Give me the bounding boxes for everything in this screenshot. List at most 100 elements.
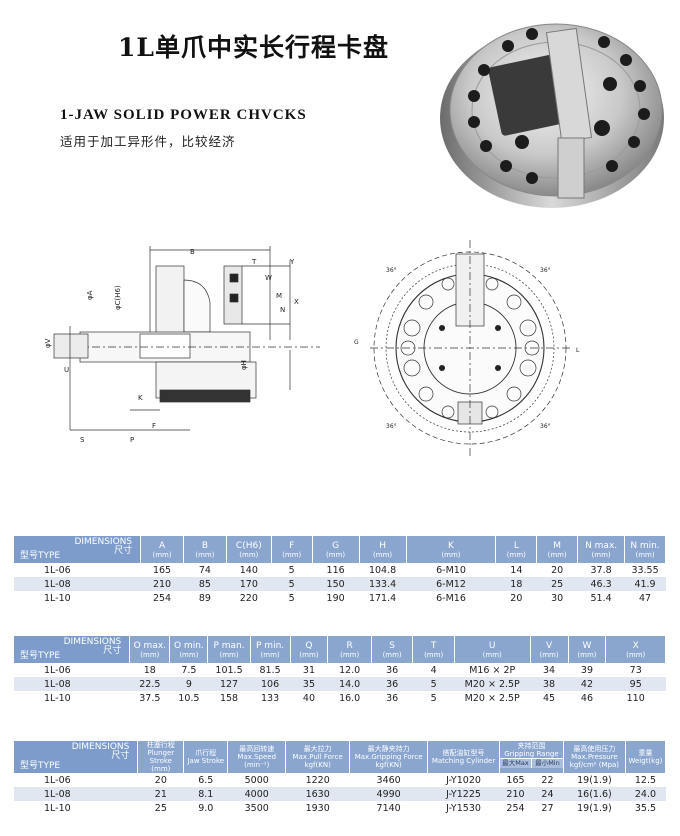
col-c: C(H6)(mm)	[226, 536, 272, 563]
model-cell: 1L-08	[14, 787, 138, 801]
value-cell: M20 × 2.5P	[464, 692, 520, 704]
col-p-max: P man.(mm)	[207, 636, 251, 663]
value-cell: 81.5	[259, 664, 281, 676]
value-cell: 7.5	[181, 664, 197, 676]
model-cell: 1L-10	[44, 592, 71, 604]
value-cell: 14.0	[327, 677, 372, 691]
value-cell: 47	[638, 592, 652, 604]
svg-text:36°: 36°	[386, 267, 397, 274]
table-corner: DIMENSIONS 尺寸 型号TYPE	[14, 636, 131, 663]
dimensions-table-1: DIMENSIONS 尺寸 型号TYPE A(mm) B(mm) C(H6)(m…	[14, 536, 666, 605]
col-g: G(mm)	[312, 536, 360, 563]
svg-text:L: L	[576, 347, 580, 354]
value-cell: 89	[198, 592, 211, 604]
value-cell: 5	[288, 592, 295, 604]
model-cell: 1L-06	[44, 564, 71, 576]
page-title: 1L单爪中实长行程卡盘	[118, 33, 389, 62]
value-cell: 5000	[244, 774, 269, 786]
table-corner: DIMENSIONS 尺寸 型号TYPE	[14, 536, 142, 563]
col-o-min: O min.(mm)	[169, 636, 209, 663]
svg-text:X: X	[294, 298, 299, 306]
value-cell: 4	[430, 664, 437, 676]
value-cell: 36	[386, 664, 399, 676]
table-corner: DIMENSIONS 尺寸 型号TYPE	[14, 741, 139, 773]
svg-text:φV: φV	[44, 338, 52, 348]
value-cell: 4990	[349, 787, 428, 801]
svg-text:W: W	[265, 274, 272, 282]
value-cell: 171.4	[368, 592, 397, 604]
value-cell: 190	[326, 592, 345, 604]
svg-text:K: K	[138, 394, 143, 402]
value-cell: J-Y1020	[446, 774, 481, 786]
value-cell: 41.9	[624, 577, 666, 591]
front-view-drawing: GL 36°36° 36°36°	[354, 240, 580, 456]
value-cell: 38	[530, 677, 568, 691]
value-cell: 30	[551, 592, 564, 604]
col-n-max: N max.(mm)	[577, 536, 626, 563]
value-cell: 9	[169, 677, 208, 691]
value-cell: 19(1.9)	[577, 774, 612, 786]
value-cell: 6.5	[198, 774, 214, 786]
svg-text:36°: 36°	[540, 423, 551, 430]
value-cell: 210	[140, 577, 184, 591]
value-cell: 20	[551, 564, 564, 576]
value-cell: 46.3	[577, 577, 625, 591]
value-cell: 14	[510, 564, 523, 576]
svg-text:M: M	[276, 292, 282, 300]
value-cell: 18	[495, 577, 537, 591]
model-cell: 1L-08	[14, 677, 130, 691]
value-cell: 8.1	[183, 787, 228, 801]
svg-text:φC(H6): φC(H6)	[114, 285, 122, 310]
subtitle-english: 1-JAW SOLID POWER CHVCKS	[60, 107, 307, 123]
corner-type: 型号TYPE	[20, 551, 61, 561]
value-cell: 6-M16	[436, 592, 466, 604]
value-cell: 116	[326, 564, 345, 576]
col-o-max: O max.(mm)	[129, 636, 171, 663]
value-cell: 133.4	[359, 577, 407, 591]
col-l: L(mm)	[495, 536, 538, 563]
value-cell: 165	[152, 564, 172, 576]
model-cell: 1L-10	[44, 802, 71, 814]
value-cell: 3460	[376, 774, 401, 786]
value-cell: 35	[290, 677, 328, 691]
value-cell: 5	[412, 677, 455, 691]
value-cell: 25	[154, 802, 167, 814]
value-cell: 19(1.9)	[577, 802, 612, 814]
svg-text:P: P	[130, 436, 134, 444]
svg-text:S: S	[80, 436, 85, 444]
value-cell: 25	[536, 577, 578, 591]
value-cell: 127	[207, 677, 251, 691]
value-cell: 16.0	[339, 692, 361, 704]
model-cell: 1L-06	[44, 664, 71, 676]
svg-text:G: G	[354, 339, 359, 346]
value-cell: 210	[499, 787, 532, 801]
model-cell: 1L-08	[14, 577, 141, 591]
value-cell: 6-M12	[406, 577, 496, 591]
col-m: M(mm)	[536, 536, 579, 563]
col-v: V(mm)	[530, 636, 569, 663]
value-cell: J-Y1225	[427, 787, 500, 801]
value-cell: 220	[239, 592, 258, 604]
value-cell: 106	[250, 677, 290, 691]
gripping-max-label: 最大Max	[500, 759, 531, 768]
col-f: F(mm)	[271, 536, 313, 563]
col-t: T(mm)	[412, 636, 455, 663]
svg-text:36°: 36°	[386, 423, 397, 430]
model-cell: 1L-10	[44, 692, 71, 704]
value-cell: 3500	[244, 802, 269, 814]
corner-dimensions: DIMENSIONS 尺寸	[63, 637, 122, 656]
value-cell: J-Y1530	[446, 802, 481, 814]
value-cell: 36	[371, 677, 413, 691]
value-cell: 95	[605, 677, 666, 691]
value-cell: 74	[198, 564, 211, 576]
col-x: X(mm)	[605, 636, 666, 663]
value-cell: 18	[143, 664, 156, 676]
value-cell: 165	[506, 774, 525, 786]
